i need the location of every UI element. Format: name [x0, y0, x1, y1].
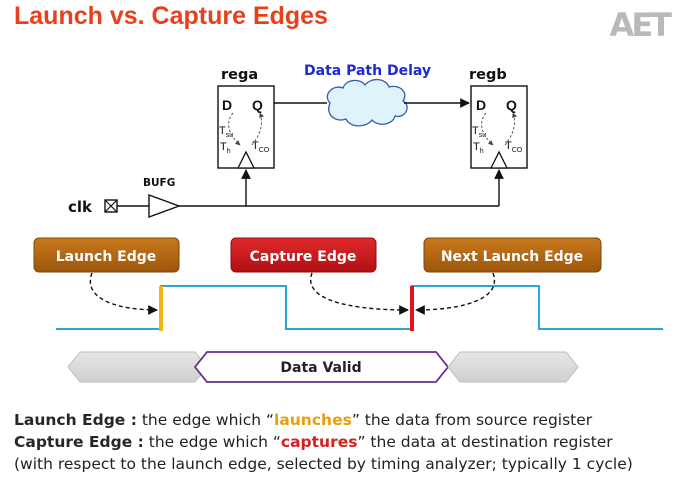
- next-launch-edge-pointer: [415, 272, 496, 315]
- capture-edge-note: (with respect to the launch edge, select…: [14, 455, 633, 473]
- data-path-cloud: [326, 78, 408, 127]
- bufg-label: BUFG: [143, 177, 175, 189]
- next-launch-edge-label: Next Launch Edge: [441, 249, 583, 265]
- rega-pin-d: D: [222, 97, 232, 113]
- regb-label: regb: [469, 67, 507, 83]
- capture-edge-box: Capture Edge: [230, 237, 377, 273]
- regb-pin-q: Q: [506, 97, 517, 113]
- data-invalid-after: [447, 351, 579, 383]
- regb-register: D Q Tsu Th TCO: [470, 85, 528, 169]
- data-path-delay-label: Data Path Delay: [304, 63, 431, 79]
- regb-th: Th: [473, 141, 484, 155]
- data-valid-window: [193, 351, 450, 383]
- capture-edge-pointer: [309, 272, 409, 315]
- edge-definitions: Launch Edge : the edge which “launches” …: [14, 409, 674, 475]
- rega-register: D Q Tsu Th TCO: [217, 85, 275, 169]
- data-valid-label: Data Valid: [280, 360, 361, 376]
- rega-tco: TCO: [252, 140, 270, 154]
- launch-edge-box: Launch Edge: [33, 237, 180, 273]
- launch-edge-definition: Launch Edge : the edge which “launches” …: [14, 411, 593, 429]
- regb-pin-d: D: [476, 97, 486, 113]
- rega-tsu: Tsu: [219, 125, 233, 139]
- regb-tsu: Tsu: [472, 125, 486, 139]
- next-launch-edge-box: Next Launch Edge: [423, 237, 602, 273]
- capture-edge-label: Capture Edge: [250, 249, 357, 265]
- data-invalid-before: [67, 351, 208, 383]
- clk-label: clk: [68, 198, 93, 216]
- capture-edge-definition: Capture Edge : the edge which “captures”…: [14, 433, 613, 451]
- clk-port-icon: [104, 199, 118, 213]
- slide-title: Launch vs. Capture Edges: [14, 2, 328, 30]
- rega-pin-q: Q: [252, 97, 263, 113]
- launch-edge-label: Launch Edge: [56, 249, 157, 265]
- clock-waveform: [56, 285, 663, 330]
- aet-logo: AET: [609, 6, 672, 44]
- rega-label: rega: [221, 67, 258, 83]
- bufg-buffer-icon: [148, 193, 182, 219]
- rega-th: Th: [220, 141, 231, 155]
- launch-edge-pointer: [89, 272, 158, 315]
- regb-tco: TCO: [505, 140, 523, 154]
